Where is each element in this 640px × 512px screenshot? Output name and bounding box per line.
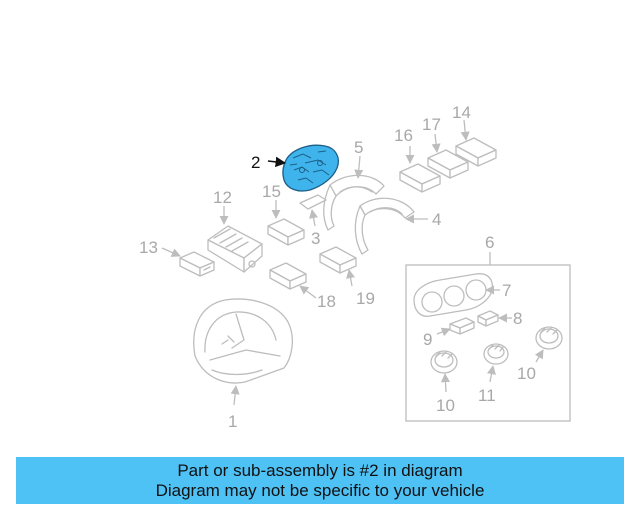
callout-19[interactable]: 19 xyxy=(356,289,375,308)
part-10-knob-left[interactable] xyxy=(430,350,458,374)
callout-2[interactable]: 2 xyxy=(251,153,260,172)
leader-13 xyxy=(161,247,181,257)
leader-2 xyxy=(267,156,287,168)
part-14-switch[interactable] xyxy=(455,137,497,167)
callout-17[interactable]: 17 xyxy=(422,115,441,134)
part-11-knob[interactable] xyxy=(483,343,509,365)
callout-5[interactable]: 5 xyxy=(354,138,363,157)
part-7-bezel[interactable] xyxy=(413,273,494,317)
callout-12[interactable]: 12 xyxy=(213,188,232,207)
part-2-highlighted[interactable] xyxy=(282,144,340,192)
part-12-module[interactable] xyxy=(207,225,263,273)
leader-10c xyxy=(534,349,544,363)
part-18-switch[interactable] xyxy=(269,262,307,290)
leader-19 xyxy=(346,269,355,287)
leader-17 xyxy=(431,133,441,153)
callout-9[interactable]: 9 xyxy=(423,330,432,349)
part-1-cluster-hood[interactable] xyxy=(193,298,294,384)
part-10-knob-right[interactable] xyxy=(535,326,563,350)
callout-3[interactable]: 3 xyxy=(311,229,320,248)
part-15-switch[interactable] xyxy=(267,218,305,246)
part-4-shroud[interactable] xyxy=(354,197,415,255)
callout-7[interactable]: 7 xyxy=(502,281,511,300)
part-6-group-frame xyxy=(405,264,571,422)
leader-9 xyxy=(436,327,451,337)
callout-10c[interactable]: 10 xyxy=(517,364,536,383)
part-2-knob xyxy=(317,160,323,166)
part-5-shroud[interactable] xyxy=(323,174,385,231)
leader-14 xyxy=(460,119,470,141)
part-17-switch[interactable] xyxy=(427,149,469,179)
info-banner: Part or sub-assembly is #2 in diagram Di… xyxy=(16,457,624,504)
part-9-button[interactable] xyxy=(449,317,475,335)
banner-line-1: Part or sub-assembly is #2 in diagram xyxy=(177,460,463,480)
callout-14[interactable]: 14 xyxy=(452,103,471,122)
part-19-switch[interactable] xyxy=(319,246,357,274)
callout-15[interactable]: 15 xyxy=(262,182,281,201)
part-8-button[interactable] xyxy=(477,310,499,327)
callout-16[interactable]: 16 xyxy=(394,126,413,145)
part-2-knob xyxy=(299,167,305,173)
part-3-clip[interactable] xyxy=(299,194,327,210)
leader-5 xyxy=(354,155,364,179)
banner-line-2: Diagram may not be specific to your vehi… xyxy=(155,480,485,500)
part-13-connector[interactable] xyxy=(179,251,215,277)
callout-10a[interactable]: 10 xyxy=(436,396,455,415)
leader-1 xyxy=(230,385,240,406)
part-16-switch[interactable] xyxy=(399,163,441,193)
leader-10a xyxy=(440,373,450,393)
leader-18 xyxy=(299,285,317,299)
callout-11[interactable]: 11 xyxy=(478,386,496,405)
leader-11 xyxy=(487,365,496,383)
callout-1[interactable]: 1 xyxy=(228,412,237,431)
callout-8[interactable]: 8 xyxy=(513,309,522,328)
leader-3 xyxy=(309,209,318,227)
callout-13[interactable]: 13 xyxy=(139,238,158,257)
callout-6[interactable]: 6 xyxy=(485,233,494,252)
callout-4[interactable]: 4 xyxy=(432,210,441,229)
callout-18[interactable]: 18 xyxy=(317,292,336,311)
